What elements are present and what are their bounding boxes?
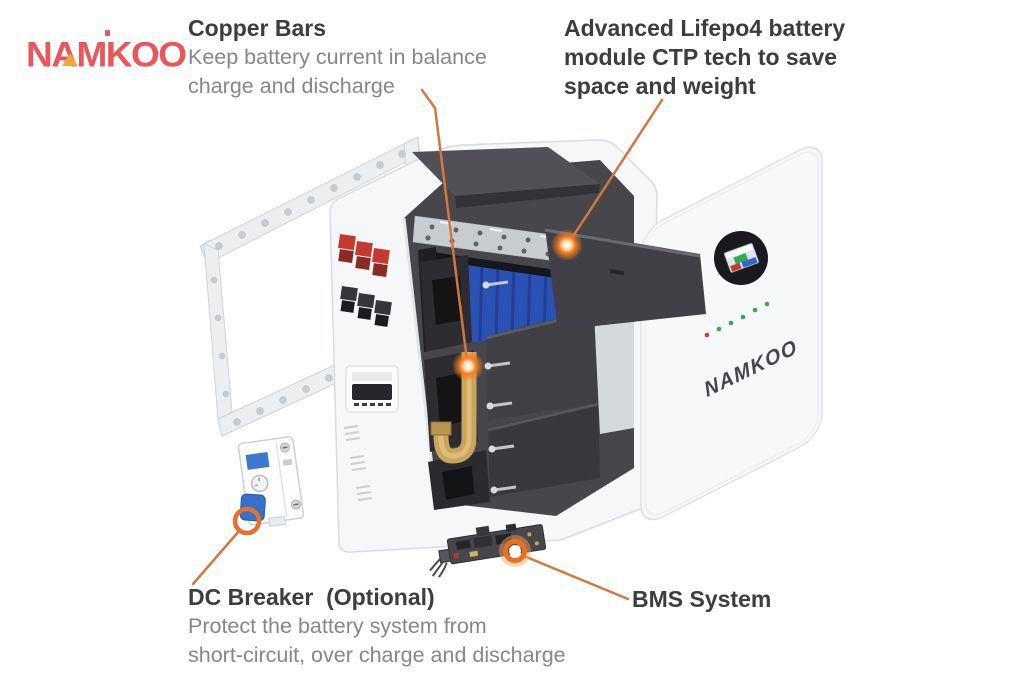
- copper-bars-desc-line2: charge and discharge: [188, 74, 395, 98]
- battery-module-title-line2: module CTP tech to save: [564, 44, 838, 70]
- battery-module-marker: [551, 229, 583, 261]
- copper-bars-marker: [452, 350, 484, 382]
- bms-marker: [499, 535, 531, 567]
- brand-logo-text: NAMKOO: [26, 34, 187, 75]
- battery-module-leader-line: [568, 98, 664, 243]
- vent-port: [345, 365, 399, 413]
- dc-breaker-title: DC Breaker (Optional): [188, 584, 435, 610]
- top-lid: [412, 147, 600, 208]
- bracket-holes: [210, 150, 406, 426]
- brand-logo: NAMKOO: [26, 30, 196, 78]
- logo-triangle-icon: [62, 53, 78, 66]
- side-vents: [343, 425, 373, 501]
- leader-lines: [191, 88, 664, 601]
- dc-breaker-desc-line1: Protect the battery system from: [188, 614, 487, 638]
- battery-module-plates: [485, 300, 634, 497]
- copper-bars-leader-line: [420, 88, 469, 362]
- black-terminal-connectors: [340, 286, 392, 327]
- module-bolts: [482, 280, 517, 494]
- callout-copper-bars: Copper Bars Keep battery current in bala…: [188, 13, 487, 101]
- dc-breaker-desc-line2: short-circuit, over charge and discharge: [188, 643, 566, 667]
- copper-bars-title: Copper Bars: [188, 15, 327, 41]
- bms-leader-line: [522, 554, 630, 601]
- callout-dc-breaker: DC Breaker (Optional) Protect the batter…: [188, 582, 566, 670]
- front-cover-panel: NAMKOO: [640, 146, 823, 521]
- battery-cabinet: [329, 139, 658, 553]
- dc-breaker-leader-line: [191, 529, 241, 586]
- display-screen: [723, 242, 760, 274]
- dc-breaker-marker: [232, 506, 262, 536]
- battery-module-title-line3: space and weight: [564, 73, 756, 99]
- copper-busbar: [430, 352, 477, 464]
- bms-title: BMS System: [632, 586, 772, 612]
- callout-battery-module: Advanced Lifepo4 battery module CTP tech…: [564, 14, 845, 101]
- red-terminal-connectors: [338, 234, 390, 277]
- breaker-label: [245, 451, 270, 470]
- battery-module-title-line1: Advanced Lifepo4 battery: [564, 15, 846, 41]
- dc-breaker-device: [237, 436, 305, 527]
- logo-tm-mark-icon: [105, 30, 110, 36]
- copper-bars-desc-line1: Keep battery current in balance: [188, 45, 487, 69]
- led-indicators: [704, 301, 770, 338]
- callout-bms: BMS System: [632, 584, 771, 614]
